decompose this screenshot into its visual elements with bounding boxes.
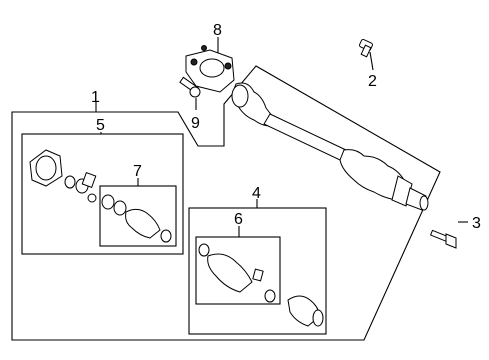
callout-3: 3 [472,215,481,232]
boot-kit-parts-7 [101,194,172,243]
callout-4: 4 [252,185,261,202]
bolt-part-3 [429,229,457,249]
inner-joint-parts-5 [29,149,97,203]
bolt-part-2 [359,38,373,58]
callout-6: 6 [234,211,243,228]
bolt-part-9 [179,76,201,98]
callout-1: 1 [91,89,100,106]
callout-7: 7 [133,163,142,180]
main-axle-shaft [231,82,429,211]
callout-9: 9 [191,115,200,132]
flange-part-8 [185,45,235,93]
assembly-box-5 [21,133,184,255]
callout-8: 8 [213,22,222,39]
assembly-boundary-1 [11,65,441,341]
leader-lines [95,37,468,237]
callout-2: 2 [368,73,377,90]
outer-joint-parts-4 [287,295,324,327]
boot-kit-parts-6 [198,243,276,303]
callout-5: 5 [96,117,105,134]
assembly-box-6 [195,236,281,305]
